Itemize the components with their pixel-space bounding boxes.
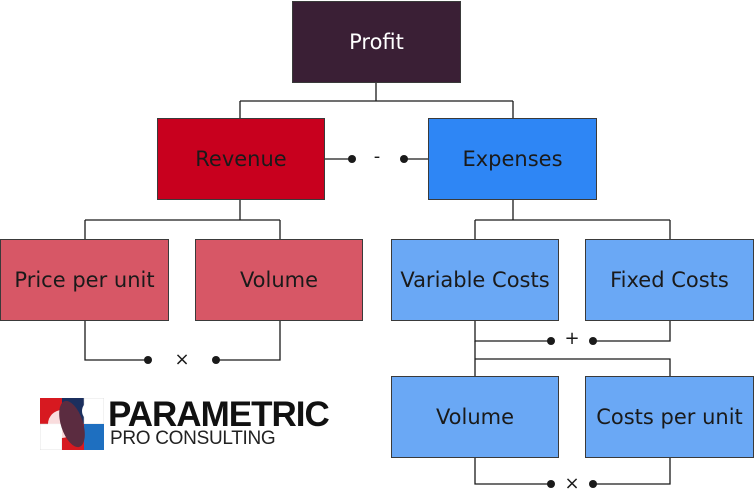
connector-dot — [547, 337, 555, 345]
connector-dot — [212, 356, 220, 364]
connector-dot — [400, 155, 408, 163]
node-fixed-costs: Fixed Costs — [585, 239, 754, 321]
logo-name: PARAMETRIC — [108, 395, 330, 434]
connector-dot — [589, 337, 597, 345]
node-label: Variable Costs — [400, 268, 550, 292]
node-revenue-volume: Volume — [195, 239, 363, 321]
minus-operator: - — [373, 146, 381, 167]
connector-dot — [547, 480, 555, 488]
node-label: Price per unit — [14, 268, 155, 292]
node-profit: Profit — [292, 1, 461, 83]
node-label: Costs per unit — [596, 405, 743, 429]
variable-costs-connector — [474, 341, 671, 376]
expenses-connector — [474, 200, 671, 239]
connector-dot — [144, 356, 152, 364]
multiply-operator: × — [564, 473, 580, 494]
node-label: Volume — [239, 268, 319, 292]
node-expenses: Expenses — [428, 118, 597, 200]
logo-mark-icon — [40, 398, 104, 450]
connector-dot — [589, 480, 597, 488]
node-variable-costs: Variable Costs — [391, 239, 559, 321]
connector-dot — [348, 155, 356, 163]
node-costs-per-unit: Costs per unit — [585, 376, 754, 458]
node-revenue: Revenue — [157, 118, 325, 200]
revenue-connector — [84, 200, 281, 239]
node-label: Volume — [435, 405, 515, 429]
multiply-operator: × — [174, 349, 190, 370]
plus-operator: + — [564, 328, 580, 349]
logo-subtitle: PRO CONSULTING — [110, 428, 276, 449]
node-expense-volume: Volume — [391, 376, 559, 458]
node-price-per-unit: Price per unit — [0, 239, 169, 321]
profit-connector — [239, 83, 514, 118]
company-logo: PARAMETRIC PRO CONSULTING — [40, 395, 340, 452]
node-label: Profit — [349, 30, 404, 54]
node-label: Fixed Costs — [610, 268, 729, 292]
node-label: Revenue — [195, 147, 287, 171]
revenue-children-link — [84, 321, 281, 361]
node-label: Expenses — [462, 147, 563, 171]
variable-costs-children-link — [474, 458, 671, 485]
